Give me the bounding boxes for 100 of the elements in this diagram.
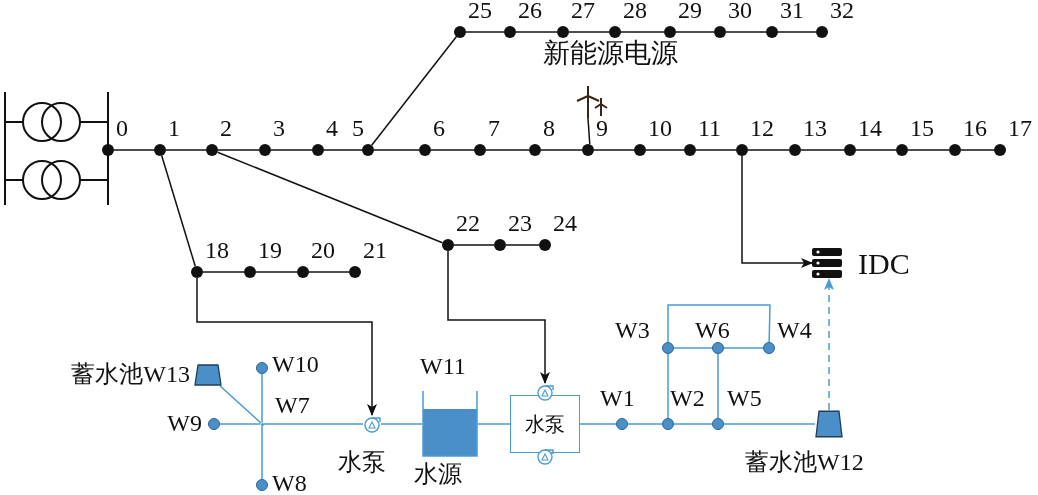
node-label: 30 <box>728 0 752 22</box>
power-line <box>370 36 458 146</box>
node-label: 26 <box>518 0 542 22</box>
node-label: W1 <box>600 386 635 410</box>
power-line <box>645 149 685 151</box>
bus-node <box>454 26 466 38</box>
water-pipe <box>673 347 713 349</box>
node-label: 3 <box>273 116 285 140</box>
power-line <box>515 31 558 33</box>
bus-node <box>504 26 516 38</box>
power-line <box>323 149 363 151</box>
bus-node <box>154 144 166 156</box>
water-node <box>256 479 268 491</box>
power-line <box>308 271 350 273</box>
power-line <box>485 149 530 151</box>
node-label: W6 <box>695 318 730 342</box>
node-label: 14 <box>858 116 882 140</box>
node-label: 31 <box>780 0 804 22</box>
water-pipe <box>723 347 764 349</box>
node-label: 27 <box>571 0 595 22</box>
bus-node <box>789 144 801 156</box>
node-label: 水源 <box>414 462 462 486</box>
power-line <box>255 271 298 273</box>
power-line <box>373 149 420 151</box>
bus-node <box>949 144 961 156</box>
node-label: 8 <box>543 116 555 140</box>
node-label: 12 <box>750 116 774 140</box>
bus-node <box>529 144 541 156</box>
arrow <box>196 277 377 416</box>
power-line <box>747 149 790 151</box>
water-node <box>256 362 268 374</box>
bus-node <box>206 144 218 156</box>
arrow <box>741 155 813 268</box>
node-label: 24 <box>553 211 577 235</box>
node-label: 18 <box>205 238 229 262</box>
bus-node <box>896 144 908 156</box>
bus-node <box>191 266 203 278</box>
power-line <box>113 149 155 151</box>
node-label: 蓄水池W12 <box>745 450 864 474</box>
node-label: 19 <box>258 238 282 262</box>
power-line <box>217 149 260 151</box>
node-label: W3 <box>615 318 650 342</box>
node-label: 10 <box>648 116 672 140</box>
power-line <box>695 149 737 151</box>
power-line <box>202 271 245 273</box>
bus-node <box>582 144 594 156</box>
water-node <box>208 418 220 430</box>
bus-node <box>102 144 114 156</box>
bus-node <box>259 144 271 156</box>
bus-node <box>994 144 1006 156</box>
bus-node <box>609 26 621 38</box>
power-line <box>593 149 635 151</box>
node-label: 13 <box>803 116 827 140</box>
node-title: 新能源电源 <box>541 40 679 67</box>
pipe-junction <box>260 422 264 426</box>
power-line <box>161 155 196 267</box>
node-label: W9 <box>167 411 202 435</box>
power-line <box>453 244 495 246</box>
bus-node <box>349 266 361 278</box>
bus-node <box>297 266 309 278</box>
node-label: W10 <box>272 352 319 376</box>
node-label: 28 <box>623 0 647 22</box>
power-line <box>165 149 207 151</box>
power-line <box>855 149 897 151</box>
node-label: 21 <box>363 238 387 262</box>
node-label: W4 <box>777 318 812 342</box>
bus-node <box>539 239 551 251</box>
node-label: 17 <box>1008 116 1032 140</box>
bus-node <box>684 144 696 156</box>
bus-node <box>419 144 431 156</box>
power-line <box>800 149 845 151</box>
node-label: 20 <box>311 238 335 262</box>
power-line <box>270 149 313 151</box>
power-line <box>430 149 475 151</box>
water-tank <box>422 391 478 457</box>
bus-node <box>244 266 256 278</box>
node-label: 水泵 <box>338 450 386 474</box>
arrow <box>447 250 550 384</box>
node-label: 5 <box>352 116 364 140</box>
node-label: W8 <box>272 471 307 495</box>
water-node <box>763 342 775 354</box>
power-line <box>465 31 505 33</box>
power-line <box>620 31 665 33</box>
bus-node <box>362 144 374 156</box>
node-label: 7 <box>488 116 500 140</box>
bus-node <box>844 144 856 156</box>
node-label: 蓄水池W13 <box>71 362 190 386</box>
water-pipe <box>380 423 423 425</box>
power-line <box>505 244 540 246</box>
node-label: 23 <box>508 211 532 235</box>
bus-node <box>766 26 778 38</box>
bus-node <box>736 144 748 156</box>
water-node <box>712 342 724 354</box>
node-label: 22 <box>456 211 480 235</box>
node-label: W7 <box>275 393 310 417</box>
bus-node <box>664 26 676 38</box>
water-pipe <box>667 304 771 343</box>
bus-node <box>312 144 324 156</box>
water-pipe <box>723 423 816 425</box>
bus-node <box>494 239 506 251</box>
